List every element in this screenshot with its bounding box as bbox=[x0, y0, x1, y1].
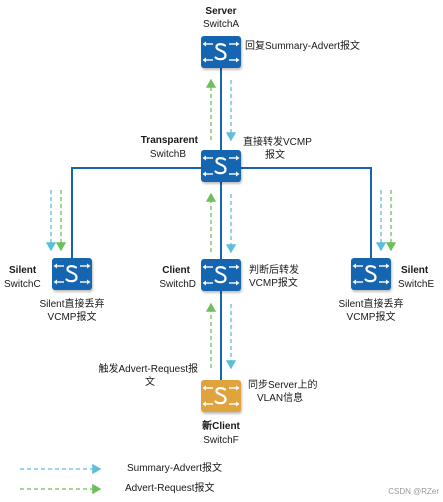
summary-advert-arrows bbox=[45, 80, 387, 370]
link-b-c bbox=[71, 167, 203, 258]
switch-f-role: 新Client bbox=[202, 421, 240, 432]
switch-s-icon bbox=[352, 263, 390, 285]
switch-f-note-right-line1: 同步Server上的 bbox=[248, 380, 318, 391]
switch-s-icon bbox=[53, 263, 91, 285]
switch-e-name: SwitchE bbox=[398, 279, 435, 290]
switch-f-note-right-line2: VLAN信息 bbox=[257, 393, 304, 404]
switch-a-note: 回复Summary-Advert报文 bbox=[245, 41, 361, 52]
switch-e-role: Silent bbox=[401, 265, 429, 276]
switch-b-name: SwitchB bbox=[149, 149, 186, 160]
watermark: CSDN @RZer bbox=[388, 487, 439, 496]
switch-s-icon bbox=[202, 41, 240, 63]
switch-a-icon bbox=[201, 36, 241, 68]
legend-arrows bbox=[20, 463, 102, 495]
switch-e-note-line1: Silent直接丢弃 bbox=[338, 299, 404, 310]
switch-b-role: Transparent bbox=[140, 135, 198, 146]
switch-s-icon bbox=[202, 385, 240, 407]
switch-d-name: SwitchD bbox=[159, 279, 196, 290]
switch-f-note-left-line2: 文 bbox=[145, 377, 155, 388]
switch-c-note-line1: Silent直接丢弃 bbox=[39, 299, 105, 310]
switch-f-name: SwitchF bbox=[203, 435, 239, 446]
switch-f-note-left-line1: 触发Advert-Request报 bbox=[98, 364, 198, 375]
switch-c-role: Silent bbox=[9, 265, 37, 276]
switch-b-note-line1: 直接转发VCMP bbox=[243, 137, 312, 148]
legend-summary-label: Summary-Advert报文 bbox=[127, 463, 223, 474]
switch-d-note-line2: VCMP报文 bbox=[249, 278, 298, 289]
switch-e-icon bbox=[351, 258, 391, 290]
physical-links bbox=[71, 68, 372, 380]
switch-a-name: SwitchA bbox=[202, 19, 240, 30]
switch-s-icon bbox=[202, 155, 240, 177]
switch-d-icon bbox=[201, 259, 241, 291]
switch-f-icon bbox=[201, 380, 241, 412]
switch-d-role: Client bbox=[162, 265, 190, 276]
switch-c-name: SwitchC bbox=[4, 279, 41, 290]
switch-b-note-line2: 报文 bbox=[265, 150, 285, 161]
switch-e-note-line2: VCMP报文 bbox=[346, 312, 396, 323]
switch-s-icon bbox=[202, 264, 240, 286]
advert-request-arrows bbox=[55, 78, 397, 368]
legend-request-label: Advert-Request报文 bbox=[125, 483, 215, 494]
switch-a-role: Server bbox=[205, 6, 237, 17]
switch-b-icon bbox=[201, 150, 241, 182]
switch-d-note-line1: 判断后转发 bbox=[249, 265, 299, 276]
switch-c-note-line2: VCMP报文 bbox=[47, 312, 97, 323]
link-b-e bbox=[239, 167, 372, 258]
switch-c-icon bbox=[52, 258, 92, 290]
